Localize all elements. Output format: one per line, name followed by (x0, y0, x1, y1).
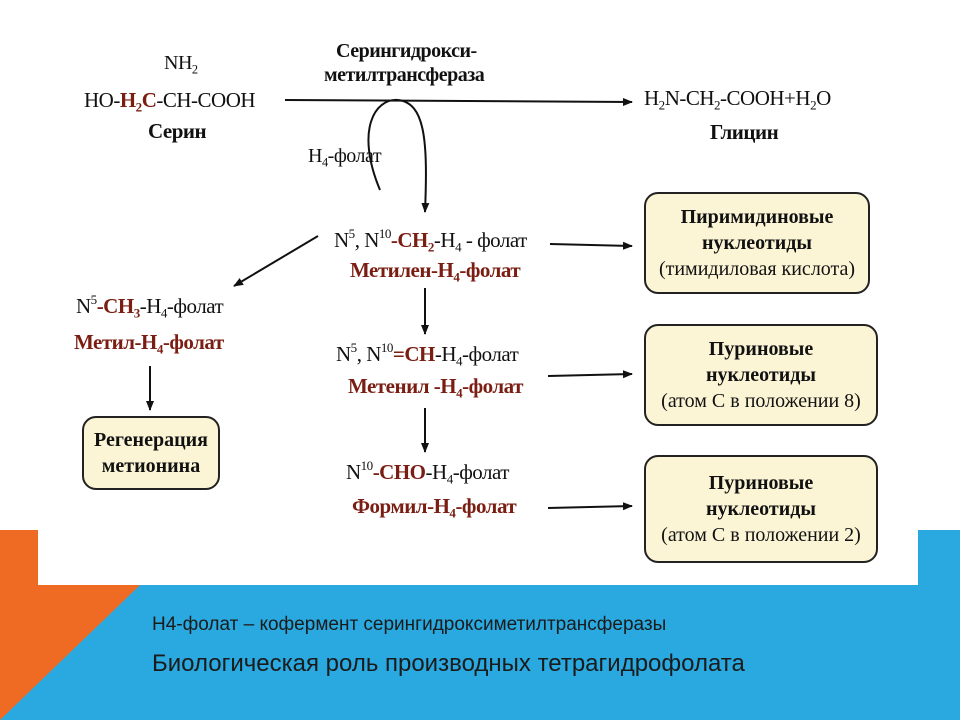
box-line: Пиримидиновые (680, 206, 834, 228)
pyrimidine-nucleotides-box: Пиримидиновые нуклеотиды (тимидиловая ки… (644, 192, 870, 294)
formyl-formula: N10-CHO-H4-фолат (346, 458, 509, 487)
box-line: (атом С в положении 2) (661, 524, 861, 546)
arrow-to-pyrimidine (549, 241, 633, 250)
h4folate-label: H4-фолат (308, 145, 382, 170)
arrow-to-methyl (233, 235, 319, 287)
box-line: метионина (101, 455, 201, 477)
box-line: нуклеотиды (706, 364, 816, 386)
methyl-name: Метил-H4-фолат (74, 330, 224, 357)
methylene-formula: N5, N10-CH2-H4 - фолат (334, 226, 527, 255)
purine-nucleotides-c2-box: Пуриновые нуклеотиды (атом С в положении… (644, 455, 878, 563)
box-line: Регенерация (94, 429, 208, 451)
serine-formula: HO-H2C-CH-COOH (84, 88, 256, 115)
box-line: Пуриновые (708, 338, 814, 360)
methyl-formula: N5-CH3-H4-фолат (76, 292, 224, 321)
serine-name: Серин (148, 119, 207, 143)
box-line: Пуриновые (708, 472, 814, 494)
purine-nucleotides-c8-box: Пуриновые нуклеотиды (атом С в положении… (644, 324, 878, 426)
serine-nh2: NH2 (164, 52, 198, 77)
arrow-to-purine8 (547, 370, 633, 379)
box-line: нуклеотиды (702, 232, 812, 254)
methenyl-name: Метенил -H4-фолат (348, 374, 523, 401)
enzyme-name-line1: Серингидрокси- (336, 40, 477, 62)
blue-right-strip (918, 530, 960, 720)
arrow-serine-to-glycine (284, 97, 633, 106)
box-line: нуклеотиды (706, 498, 816, 520)
enzyme-name-line2: метилтрансфераза (324, 64, 485, 86)
caption-line1: Н4-фолат – кофермент серингидроксиметилт… (152, 614, 667, 635)
arrow-h4folate-curve (367, 98, 430, 213)
slide-title: Биологическая роль производных тетрагидр… (152, 650, 745, 677)
glycine-formula: H2N-CH2-COOH+H2O (644, 86, 831, 113)
methionine-regeneration-box: Регенерация метионина (82, 416, 220, 490)
box-line: (атом С в положении 8) (661, 390, 861, 412)
glycine-name: Глицин (710, 120, 779, 144)
arrow-to-purine2 (547, 502, 633, 511)
formyl-name: Формил-H4-фолат (352, 494, 517, 521)
methenyl-formula: N5, N10=CH-H4-фолат (336, 340, 519, 369)
box-line: (тимидиловая кислота) (658, 258, 856, 280)
methylene-name: Метилен-H4-фолат (350, 258, 521, 285)
